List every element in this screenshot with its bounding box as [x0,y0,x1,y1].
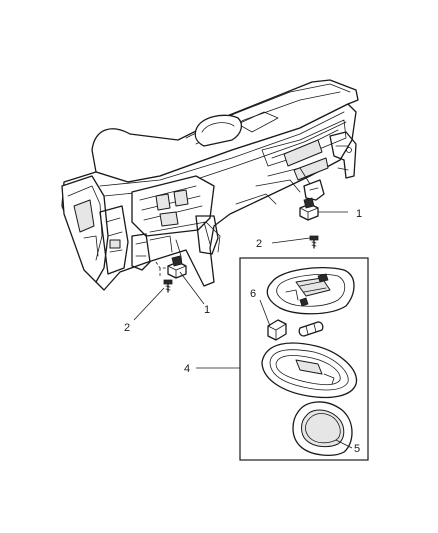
callout-1-left: 1 [204,304,210,316]
callout-5: 5 [354,443,360,455]
fastener-1-left [167,255,187,279]
lens [261,342,358,399]
callout-6: 6 [250,288,256,300]
fastener-1-right [299,197,319,221]
callout-4: 4 [184,363,190,375]
screw-2-left [163,279,173,293]
instrument-panel-assembly [61,79,359,291]
callout-1-right: 1 [356,208,362,220]
callout-2-right: 2 [256,238,262,250]
bulb-socket [267,319,287,341]
bezel [292,401,353,457]
leader-lines [133,211,353,449]
lamp-housing [266,267,355,315]
screw-2-right [309,235,319,249]
callout-2-left: 2 [124,322,130,334]
bulb [298,321,324,337]
